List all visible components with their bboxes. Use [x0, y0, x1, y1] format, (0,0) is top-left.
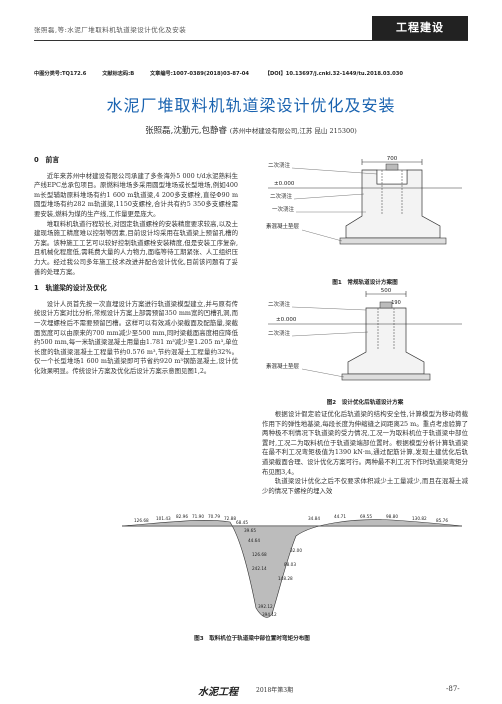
paragraph-optimization: 轨道梁设计优化之后不仅要求体积减少土工量减少,而且在混凝土减少的情况下螺栓的埋入…	[262, 477, 468, 495]
fig3-moment-label: 148.28	[278, 576, 293, 581]
fig3-moment-label: 88.03	[284, 562, 296, 567]
paragraph-verification: 根据设计假定验证优化后轨道梁的结构安全性,计算模型为移动荷载作用下的弹性地基梁,…	[262, 410, 468, 476]
author-line: 张照磊,沈勤元,包静睿 (苏州中材建设有限公司,江苏 昆山 215300)	[0, 124, 502, 136]
fig2-label-elevation: ±0.000	[276, 317, 297, 323]
fig3-moment-label: 34.84	[308, 516, 320, 521]
fig3-moment-label: 70.79	[208, 514, 220, 519]
fig3-moment-label: 98.80	[386, 514, 398, 519]
figure-1: 700 350 二次浇注 ±0.000 二次浇注 一次浇注 素混凝土垫层	[262, 154, 468, 266]
fig3-moment-label: 72.88	[224, 516, 236, 521]
page-number: -87-	[446, 685, 460, 693]
fig3-moment-label: 39.65	[244, 528, 256, 533]
fig1-label-second-grout: 二次浇注	[268, 161, 291, 169]
section-heading-1: 1 轨道梁的设计及优化	[34, 284, 107, 293]
fig1-label-plain-cushion: 素混凝土垫层	[266, 222, 300, 230]
journal-issue: 2018年第3期	[256, 687, 294, 694]
paragraph-design-1: 设计人员首先按一次直埋设计方案进行轨道梁模型建立,并与原有传统设计方案对比分析,…	[34, 299, 238, 375]
figure-2-drawing: 500 190 二次浇注 ±0.000 二次浇注 素混凝土垫层	[266, 288, 462, 381]
left-column: 0 前言 近年来苏州中材建设有限公司承建了多条海外5 000 t/d水泥熟料生产…	[34, 156, 238, 376]
journal-logo: 水泥工程	[198, 687, 238, 698]
fig3-moment-label: 71.90	[192, 514, 204, 519]
document-code: 文献标志码:B	[102, 71, 135, 77]
figure-3-caption: 图3 取料机位于轨道梁中部位置时弯矩分布图	[194, 636, 310, 642]
header-rule	[34, 40, 468, 41]
paragraph-intro-1: 近年来苏州中材建设有限公司承建了多条海外5 000 t/d水泥熟料生产线EPC总…	[34, 171, 238, 218]
fig1-dim-top: 700	[387, 156, 398, 162]
article-meta: 中图分类号:TQ172.6 文献标志码:B 文章编号:1007-0389(201…	[34, 70, 468, 77]
fig3-moment-label: 68.45	[236, 520, 248, 525]
figure-2: 500 190 二次浇注 ±0.000 二次浇注 素混凝土垫层	[262, 288, 468, 392]
fig3-moment-label: 394.12	[262, 612, 277, 617]
fig3-moment-label: 44.71	[334, 514, 346, 519]
fig2-dim-top: 500	[381, 288, 392, 294]
fig3-moment-label: 130.82	[412, 516, 427, 521]
author-affiliation: (苏州中材建设有限公司,江苏 昆山 215300)	[229, 127, 357, 135]
fig2-label-plain-cushion: 素混凝土垫层	[266, 362, 300, 370]
right-column: 根据设计假定验证优化后轨道梁的结构安全性,计算模型为移动荷载作用下的弹性地基梁,…	[262, 410, 468, 496]
fig1-label-elevation: ±0.000	[274, 181, 295, 187]
figure-1-caption: 图1 常规轨道设计方案图	[332, 280, 398, 286]
fig3-moment-label: 69.55	[360, 514, 372, 519]
fig3-moment-label: 82.96	[176, 514, 188, 519]
fig2-dim-inner: 190	[391, 300, 401, 306]
running-header: 张照磊,等:水泥厂堆取料机轨道梁设计优化及安装	[34, 26, 187, 34]
section-heading-0: 0 前言	[34, 156, 60, 164]
fig3-moment-label: 101.43	[156, 516, 171, 521]
fig3-moment-label: 32.00	[290, 548, 302, 553]
doi: 【DOI】10.13697/j.cnki.32-1449/tu.2018.03.…	[264, 71, 403, 77]
fig1-label-first-grout: 一次浇注	[272, 205, 295, 213]
fig1-label-second-grout-2: 二次浇注	[270, 192, 293, 200]
fig3-moment-label: 44.64	[248, 538, 260, 543]
fig3-moment-label: 392.12	[258, 604, 273, 609]
fig3-moment-label: 85.76	[436, 518, 448, 523]
paper-title: 水泥厂堆取料机轨道梁设计优化及安装	[106, 96, 396, 115]
fig3-moment-label: 126.68	[252, 552, 267, 557]
fig3-moment-label: 126.68	[134, 518, 149, 523]
fig2-label-second-grout: 二次浇注	[268, 300, 291, 308]
section-badge: 工程建设	[372, 16, 468, 40]
fig3-moment-label: 242.14	[252, 566, 267, 571]
figure-2-caption: 图2 设计优化后轨道设计方案	[326, 400, 404, 406]
clc-number: 中图分类号:TQ172.6	[34, 71, 87, 77]
fig2-label-second-grout-2: 二次浇注	[268, 329, 291, 337]
paragraph-intro-2: 堆取料机轨道行程较长,对固定轨道螺栓的安装精度要求较高,以及土建现场施工精度难以…	[34, 219, 238, 276]
author-names: 张照磊,沈勤元,包静睿	[145, 126, 228, 136]
article-number: 文章编号:1007-0389(2018)03-87-04	[149, 71, 249, 77]
figure-1-drawing: 700 350 二次浇注 ±0.000 二次浇注 一次浇注 素混凝土垫层	[266, 156, 462, 245]
